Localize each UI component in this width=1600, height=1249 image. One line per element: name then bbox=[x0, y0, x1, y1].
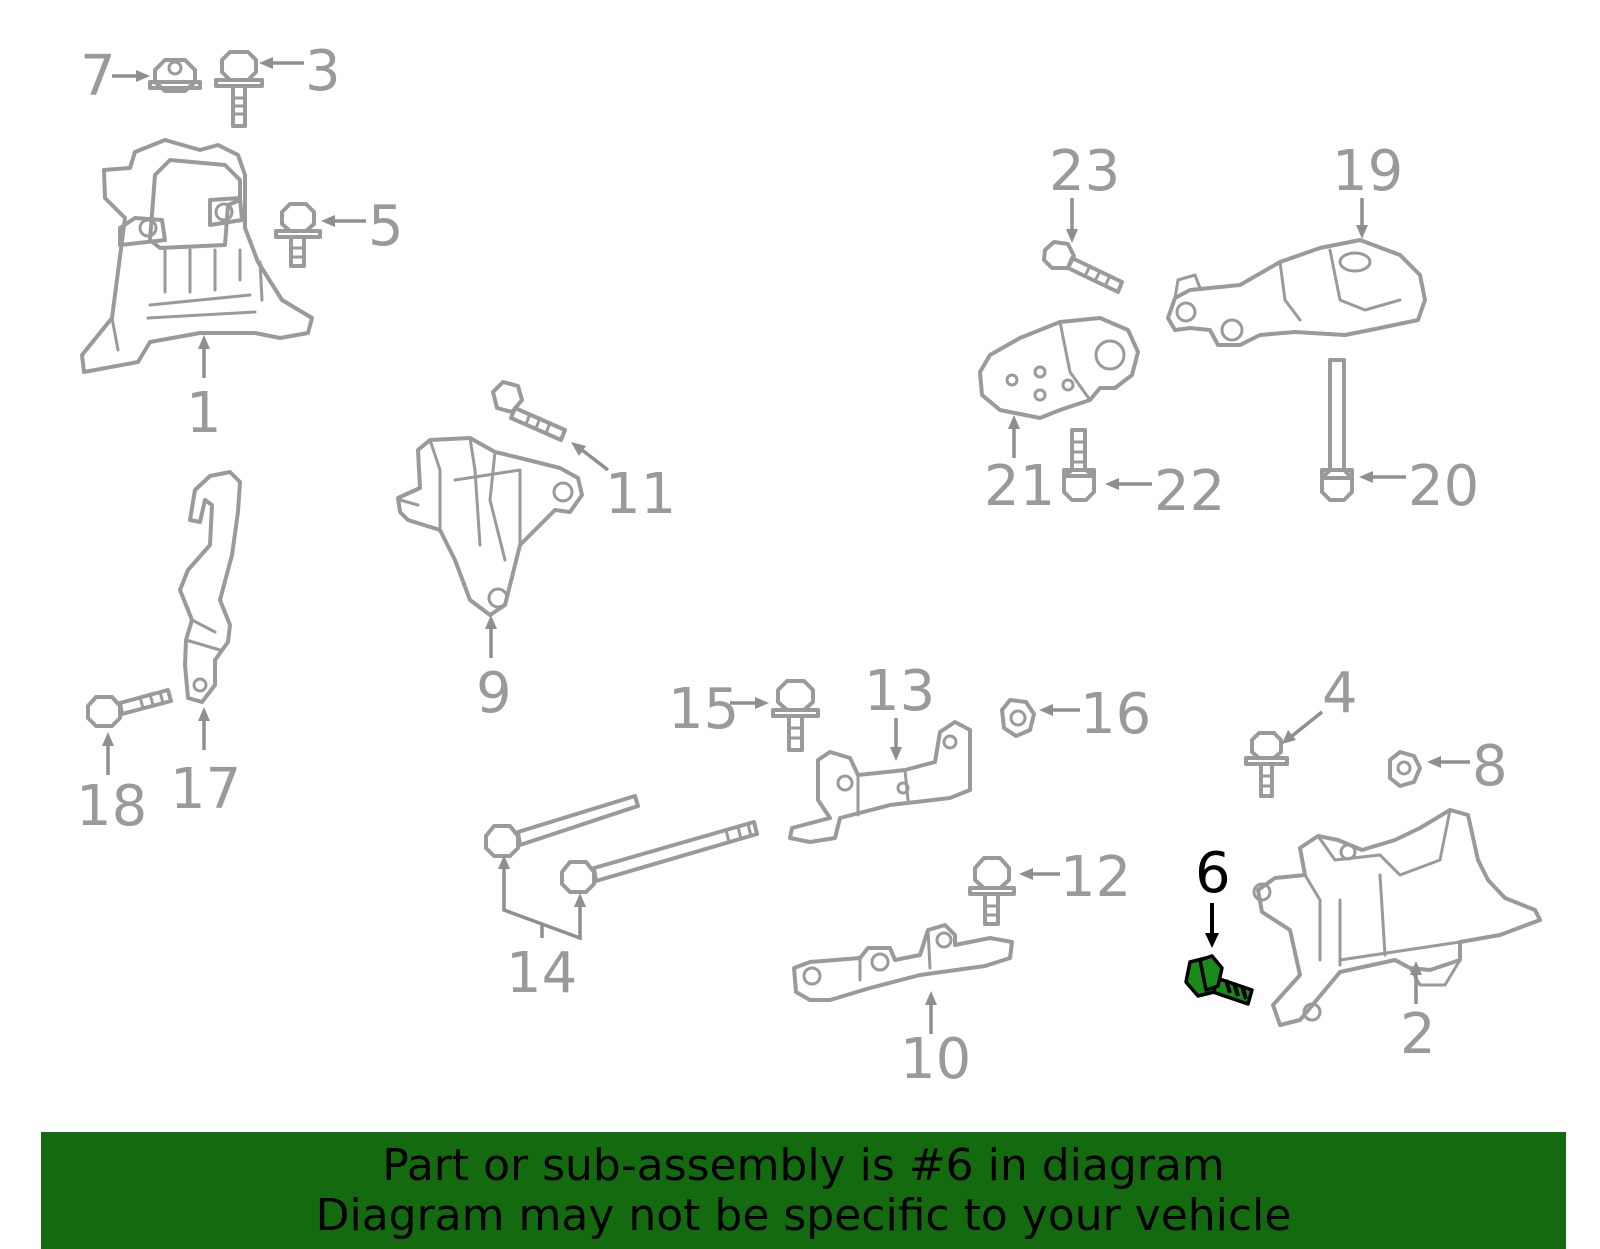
part-19-torque-rod-mount[interactable] bbox=[1166, 238, 1427, 347]
callout-5: 5 bbox=[368, 194, 404, 259]
callout-21: 21 bbox=[984, 454, 1055, 519]
callout-8: 8 bbox=[1472, 734, 1508, 799]
part-14-long-bolts[interactable] bbox=[484, 794, 759, 894]
callout-15: 15 bbox=[668, 677, 739, 742]
part-7-nut[interactable] bbox=[148, 58, 202, 93]
callout-labels: 7 3 5 1 11 9 17 18 23 19 21 22 20 15 13 … bbox=[76, 39, 1508, 1092]
part-1-engine-mount[interactable] bbox=[80, 138, 314, 374]
part-18-bolt[interactable] bbox=[86, 688, 173, 728]
callout-4: 4 bbox=[1322, 661, 1358, 726]
part-15-bolt[interactable] bbox=[771, 679, 820, 752]
part-3-bolt[interactable] bbox=[214, 50, 264, 128]
part-2-transmission-mount[interactable] bbox=[1252, 808, 1542, 1027]
callout-22: 22 bbox=[1154, 459, 1225, 524]
callout-13: 13 bbox=[864, 659, 935, 724]
part-23-bolt[interactable] bbox=[1042, 240, 1124, 294]
part-10-bracket[interactable] bbox=[792, 923, 1014, 1002]
part-6-bolt-highlighted[interactable] bbox=[1184, 954, 1254, 1006]
part-9-bracket[interactable] bbox=[396, 436, 584, 617]
callout-1: 1 bbox=[186, 381, 222, 446]
callout-11: 11 bbox=[605, 462, 676, 527]
part-21-bracket[interactable] bbox=[978, 316, 1140, 420]
part-20-long-bolt[interactable] bbox=[1320, 358, 1354, 502]
callout-18: 18 bbox=[76, 774, 147, 839]
callout-17: 17 bbox=[170, 757, 241, 822]
callout-2: 2 bbox=[1400, 1002, 1436, 1067]
callout-3: 3 bbox=[305, 39, 341, 104]
callout-14: 14 bbox=[506, 941, 577, 1006]
part-17-hook-bracket[interactable] bbox=[178, 470, 242, 704]
part-12-bolt[interactable] bbox=[968, 856, 1016, 926]
callout-20: 20 bbox=[1408, 454, 1479, 519]
part-8-nut[interactable] bbox=[1388, 750, 1422, 788]
part-11-bolt[interactable] bbox=[491, 380, 567, 442]
callout-23: 23 bbox=[1049, 139, 1120, 204]
callout-12: 12 bbox=[1060, 845, 1131, 910]
callout-6-highlighted: 6 bbox=[1195, 841, 1231, 906]
callout-10: 10 bbox=[900, 1027, 971, 1092]
part-16-nut[interactable] bbox=[1000, 698, 1036, 738]
callout-16: 16 bbox=[1080, 682, 1151, 747]
info-banner: Part or sub-assembly is #6 in diagram Di… bbox=[41, 1132, 1566, 1249]
callout-7: 7 bbox=[80, 44, 116, 109]
callout-19: 19 bbox=[1332, 139, 1403, 204]
part-5-bolt[interactable] bbox=[274, 202, 322, 268]
part-13-bracket[interactable] bbox=[788, 720, 972, 844]
banner-line-disclaimer: Diagram may not be specific to your vehi… bbox=[315, 1189, 1292, 1241]
part-22-bolt[interactable] bbox=[1062, 428, 1096, 502]
callout-9: 9 bbox=[476, 661, 512, 726]
banner-line-part-reference: Part or sub-assembly is #6 in diagram bbox=[382, 1139, 1225, 1191]
part-4-bolt[interactable] bbox=[1244, 731, 1289, 798]
leader-lines bbox=[102, 57, 1470, 1034]
